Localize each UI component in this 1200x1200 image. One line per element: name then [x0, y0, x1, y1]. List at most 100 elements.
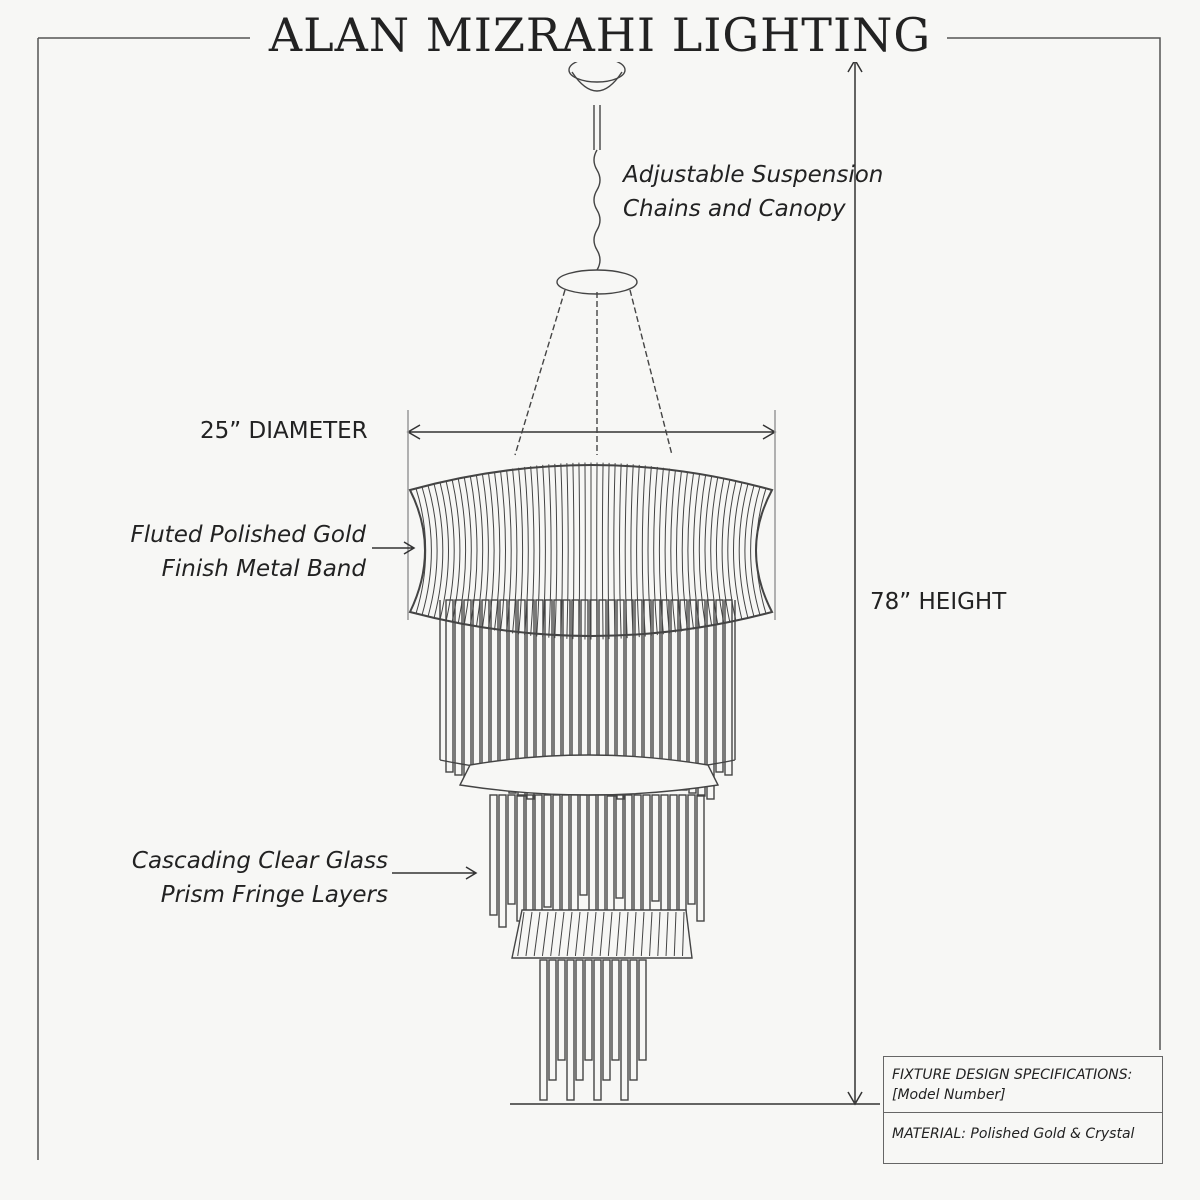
brand-title-text: ALAN MIZRAHI LIGHTING — [252, 8, 948, 62]
band-flute — [721, 480, 731, 622]
frame — [37, 37, 1161, 1160]
cone-rib — [550, 911, 557, 957]
label-line: Finish Metal Band — [161, 556, 366, 582]
glass-fringe-tier-4 — [511, 909, 693, 959]
band-flute — [530, 466, 535, 636]
frame-top-right — [38, 37, 1161, 1050]
label-fringe: Cascading Clear Glass Prism Fringe Layer… — [120, 844, 388, 912]
glass-prism — [445, 599, 454, 773]
band-flute — [566, 463, 569, 639]
glass-prism — [454, 599, 463, 776]
band-flute — [475, 474, 484, 628]
glass-prism — [669, 794, 678, 916]
glass-prism — [688, 599, 697, 794]
glass-prism — [570, 794, 579, 919]
glass-prism — [525, 794, 534, 919]
spec-material: MATERIAL: Polished Gold & Crystal — [892, 1126, 1135, 1142]
glass-prism — [706, 599, 715, 800]
band-flute — [687, 472, 695, 630]
glass-rod — [638, 959, 647, 1061]
label-height: 78” HEIGHT — [870, 589, 1007, 615]
glass-prism — [507, 794, 516, 905]
cone-rib — [583, 911, 589, 957]
glass-fringe-bottom-rods — [539, 959, 647, 1101]
cone-rib — [632, 911, 637, 957]
band-flute — [433, 484, 444, 618]
brand-title: ALAN MIZRAHI LIGHTING — [0, 8, 1200, 62]
glass-prism — [624, 794, 633, 916]
glass-prism — [516, 794, 525, 922]
glass-prism — [697, 599, 706, 797]
cone-rib — [607, 911, 613, 957]
glass-prism — [642, 794, 651, 925]
cone-rib — [533, 911, 541, 957]
glass-prism — [579, 794, 588, 896]
diameter-extension-lines — [407, 410, 776, 620]
cone-rib — [640, 911, 645, 957]
band-flute — [664, 468, 670, 634]
band-flute — [536, 465, 541, 637]
cone-rib — [574, 911, 581, 957]
glass-prism — [651, 794, 660, 902]
band-flute — [704, 476, 713, 626]
band-flute — [630, 464, 634, 638]
label-diameter: 25” DIAMETER — [200, 418, 368, 444]
glass-prism — [517, 599, 526, 797]
label-band: Fluted Polished Gold Finish Metal Band — [110, 518, 366, 586]
glass-prism — [687, 794, 696, 905]
glass-prism — [498, 794, 507, 928]
label-line: Prism Fringe Layers — [160, 882, 388, 908]
cone-rib — [517, 911, 525, 957]
spec-heading: FIXTURE DESIGN SPECIFICATIONS: — [892, 1067, 1133, 1083]
band-flute — [681, 471, 689, 631]
cone-rib — [599, 911, 605, 957]
cone-rib — [558, 911, 565, 957]
band-flute — [524, 466, 529, 636]
band-flute — [755, 488, 767, 614]
band-flute — [481, 473, 489, 629]
cone-rib — [541, 911, 549, 957]
band-flute — [548, 464, 552, 638]
label-line: Chains and Canopy — [623, 196, 846, 222]
fluted-metal-band — [408, 462, 774, 640]
glass-rod — [539, 959, 548, 1101]
glass-prism — [597, 794, 606, 925]
glass-prism — [696, 794, 705, 922]
glass-prism — [543, 794, 552, 908]
band-flute — [744, 485, 755, 617]
tier-collar — [458, 754, 720, 796]
support-chains — [514, 289, 673, 456]
band-flute — [636, 464, 640, 638]
band-flute — [493, 471, 501, 631]
glass-prism — [561, 794, 570, 922]
chandelier — [408, 57, 774, 1101]
band-flute — [512, 468, 518, 634]
band-flute — [421, 486, 432, 616]
glass-prism — [715, 599, 724, 773]
band-flute — [500, 470, 506, 632]
glass-rod — [548, 959, 557, 1081]
band-flute — [698, 474, 707, 628]
glass-prism — [660, 794, 669, 919]
cone-rib — [657, 911, 661, 957]
band-flute — [733, 482, 743, 620]
chain-plate — [556, 269, 638, 295]
glass-prism — [526, 599, 535, 800]
cone-rib — [624, 911, 629, 957]
glass-prism — [606, 794, 615, 922]
fringe-pointer-arrow — [392, 866, 478, 880]
spec-header: FIXTURE DESIGN SPECIFICATIONS: [Model Nu… — [884, 1057, 1162, 1113]
suspension-chain — [593, 149, 601, 271]
cone-rib — [525, 911, 533, 957]
band-flute — [439, 482, 449, 620]
canopy-dome — [571, 71, 623, 92]
glass-rod — [575, 959, 584, 1081]
glass-prism — [463, 599, 472, 779]
band-flute — [445, 481, 455, 621]
glass-rod — [593, 959, 602, 1101]
band-flute — [653, 466, 658, 636]
glass-rod — [602, 959, 611, 1081]
glass-rod — [584, 959, 593, 1061]
